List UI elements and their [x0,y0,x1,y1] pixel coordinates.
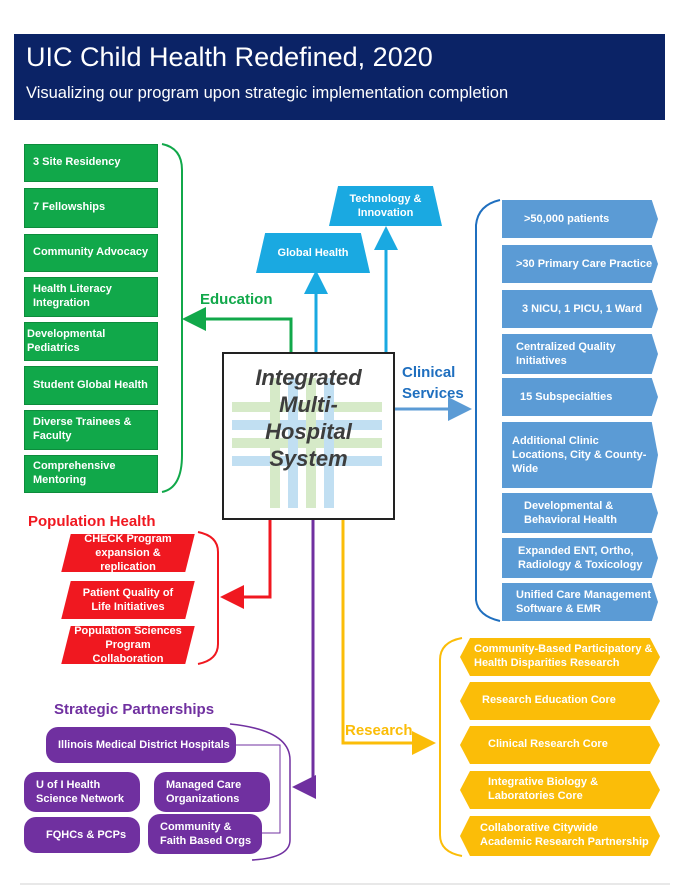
research-label: Research [345,722,413,739]
partnership-item: Community & Faith Based Orgs [148,814,262,854]
clinical-item: Centralized Quality Initiatives [502,334,658,374]
research-brace [439,637,463,857]
clinical-item: 15 Subspecialties [502,378,658,416]
center-box: Integrated Multi- Hospital System [222,352,395,520]
education-item: Comprehensive Mentoring [24,455,158,493]
clinical-item: Developmental & Behavioral Health [502,493,658,533]
population-brace [197,531,219,665]
page-title: UIC Child Health Redefined, 2020 [26,42,433,72]
partnership-item: Managed Care Organizations [154,772,270,812]
population-item: Patient Quality of Life Initiatives [66,581,190,619]
clinical-item: Expanded ENT, Ortho, Radiology & Toxicol… [502,538,658,578]
center-title: Integrated Multi- Hospital System [224,364,393,472]
partnership-item: U of I Health Science Network [24,772,140,812]
partnerships-brace [229,723,291,861]
research-item: Integrative Biology & Laboratories Core [460,771,660,809]
research-item: Clinical Research Core [460,726,660,764]
population-label: Population Health [28,513,156,530]
partnerships-arrow [292,520,316,799]
clinical-label: Clinical Services [402,364,464,402]
education-item: Developmental Pediatrics [24,322,158,361]
clinical-item: >30 Primary Care Practice [502,245,658,283]
global-health-box: Global Health [256,233,370,273]
research-arrow [341,520,436,755]
partnerships-label: Strategic Partnerships [54,701,215,718]
education-label: Education [200,291,273,308]
clinical-brace [475,199,501,622]
education-brace [161,143,183,493]
education-item: 7 Fellowships [24,188,158,228]
education-item: 3 Site Residency [24,144,158,182]
center-line: System [269,446,348,472]
population-item: CHECK Program expansion & replication [66,533,190,574]
education-item: Student Global Health [24,366,158,405]
education-item: Community Advocacy [24,234,158,272]
education-item: Diverse Trainees & Faculty [24,410,158,450]
research-item: Community-Based Participatory & Health D… [460,638,660,676]
education-arrow [182,307,293,354]
cross-logo [232,378,382,508]
technology-innovation-box: Technology & Innovation [329,186,442,226]
partnership-item: FQHCs & PCPs [24,817,140,853]
clinical-item: >50,000 patients [502,200,658,238]
clinical-item: Additional Clinic Locations, City & Coun… [502,422,658,488]
research-item: Research Education Core [460,682,660,720]
population-arrow [220,520,272,609]
center-line: Hospital [265,419,352,445]
page-subtitle: Visualizing our program upon strategic i… [26,84,509,102]
center-line: Integrated [255,365,362,390]
center-line: Multi- [279,392,338,418]
header-banner: UIC Child Health Redefined, 2020 Visuali… [14,34,665,120]
population-item: Population Sciences Program Collaboratio… [66,625,190,666]
clinical-item: Unified Care Management Software & EMR [502,583,658,621]
partnership-item: Illinois Medical District Hospitals [46,727,236,763]
research-item: Collaborative Citywide Academic Research… [460,816,660,856]
education-item: Health Literacy Integration [24,277,158,317]
clinical-item: 3 NICU, 1 PICU, 1 Ward [502,290,658,328]
